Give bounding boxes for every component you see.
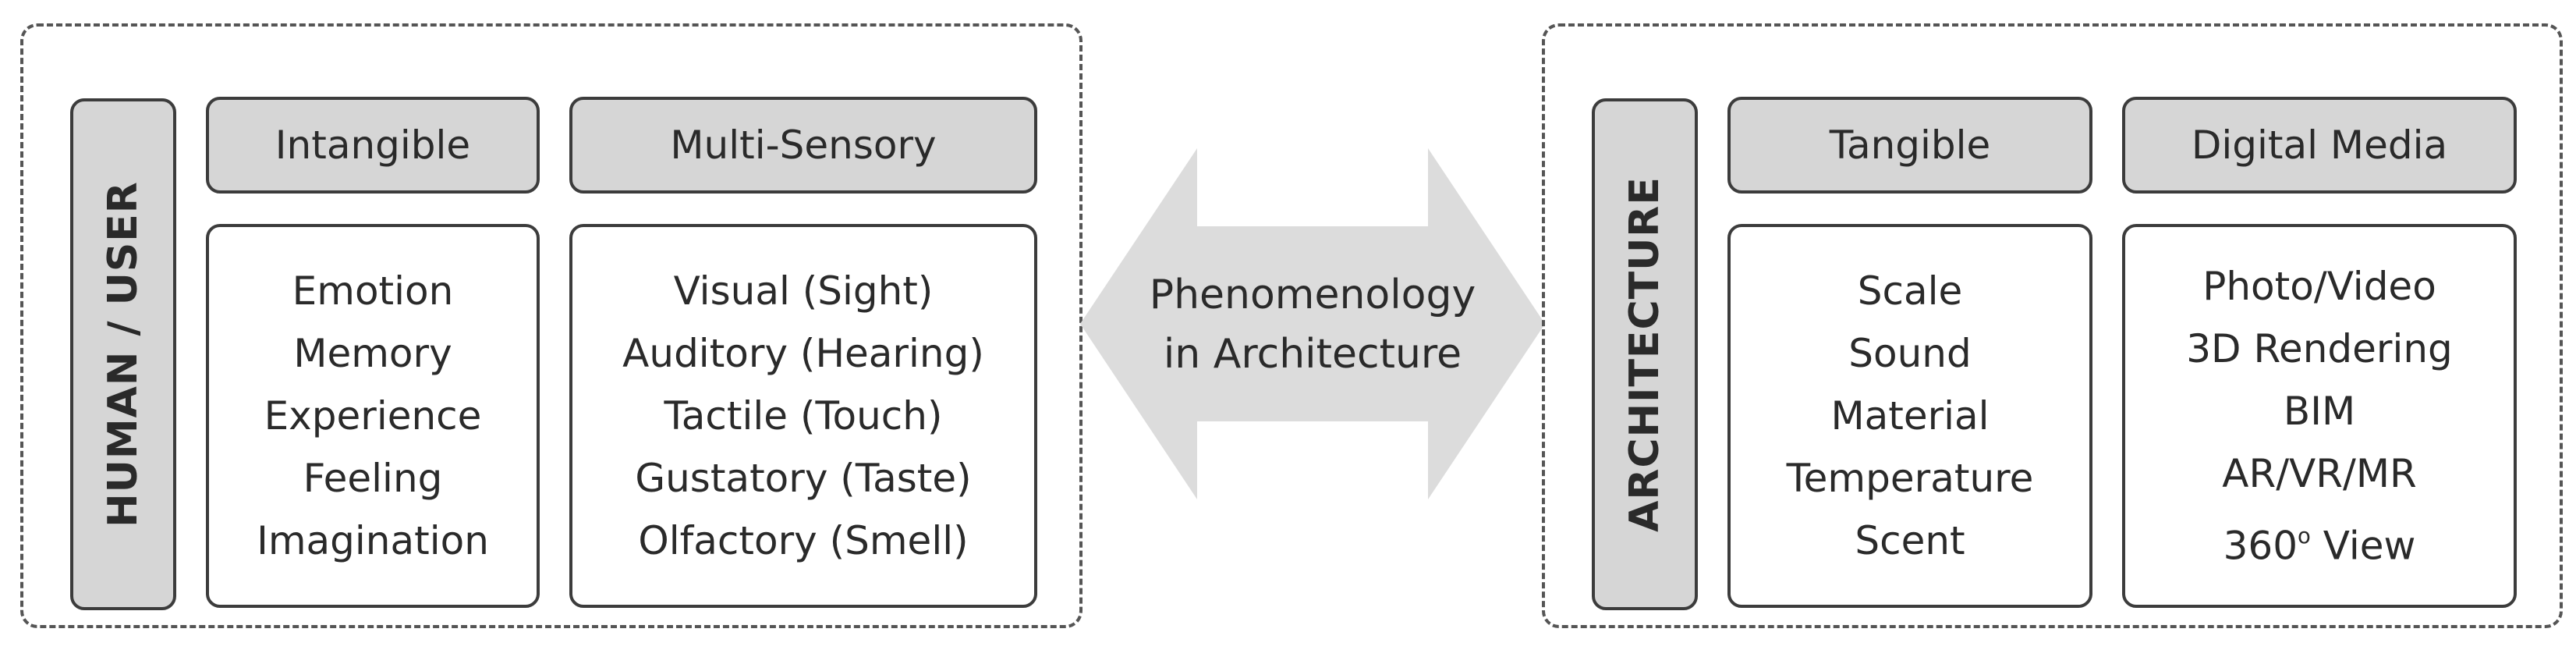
list-item: Imagination [257,518,489,563]
list-item: AR/VR/MR [2222,450,2417,496]
architecture-label: ARCHITECTURE [1621,176,1668,532]
list-item: Auditory (Hearing) [622,331,984,376]
list-item: Gustatory (Taste) [635,456,972,501]
center-label-line1: Phenomenology [1149,272,1476,318]
list-item: Visual (Sight) [673,268,934,314]
list-item: Memory [293,331,452,376]
list-item: 3D Rendering [2186,325,2453,371]
list-item: BIM [2283,388,2356,434]
list-item: Temperature [1786,456,2034,501]
list-item: Sound [1848,331,1972,376]
tangible-header: Tangible [1727,97,2092,194]
list-item: Photo/Video [2202,263,2436,309]
intangible-list: Emotion Memory Experience Feeling Imagin… [206,224,540,608]
phenomenology-label: Phenomenology in Architecture [1080,265,1545,384]
list-item: Material [1830,393,1990,439]
list-item: Tactile (Touch) [664,393,943,439]
architecture-label-box: ARCHITECTURE [1592,98,1698,610]
list-item: 360o View [2223,505,2416,577]
digital-media-list: Photo/Video 3D Rendering BIM AR/VR/MR 36… [2122,224,2517,608]
multi-sensory-list: Visual (Sight) Auditory (Hearing) Tactil… [569,224,1037,608]
double-arrow-shape [1080,148,1545,499]
intangible-header: Intangible [206,97,540,194]
list-item: Olfactory (Smell) [638,518,969,563]
view-label: View [2310,523,2416,569]
view-angle-number: 360 [2223,523,2298,569]
center-label-line2: in Architecture [1163,331,1462,378]
architecture-group: ARCHITECTURE Tangible Scale Sound Materi… [1542,23,2563,628]
tangible-list: Scale Sound Material Temperature Scent [1727,224,2092,608]
digital-media-header: Digital Media [2122,97,2517,194]
list-item: Feeling [303,456,443,501]
human-user-group: HUMAN / USER Intangible Emotion Memory E… [20,23,1082,628]
list-item: Experience [264,393,482,439]
list-item: Emotion [292,268,454,314]
list-item: Scale [1857,268,1963,314]
degree-superscript: o [2298,523,2311,549]
multi-sensory-header: Multi-Sensory [569,97,1037,194]
human-user-label: HUMAN / USER [100,181,147,527]
double-arrow-icon [1080,148,1545,499]
list-item: Scent [1855,518,1965,563]
human-user-label-box: HUMAN / USER [70,98,176,610]
